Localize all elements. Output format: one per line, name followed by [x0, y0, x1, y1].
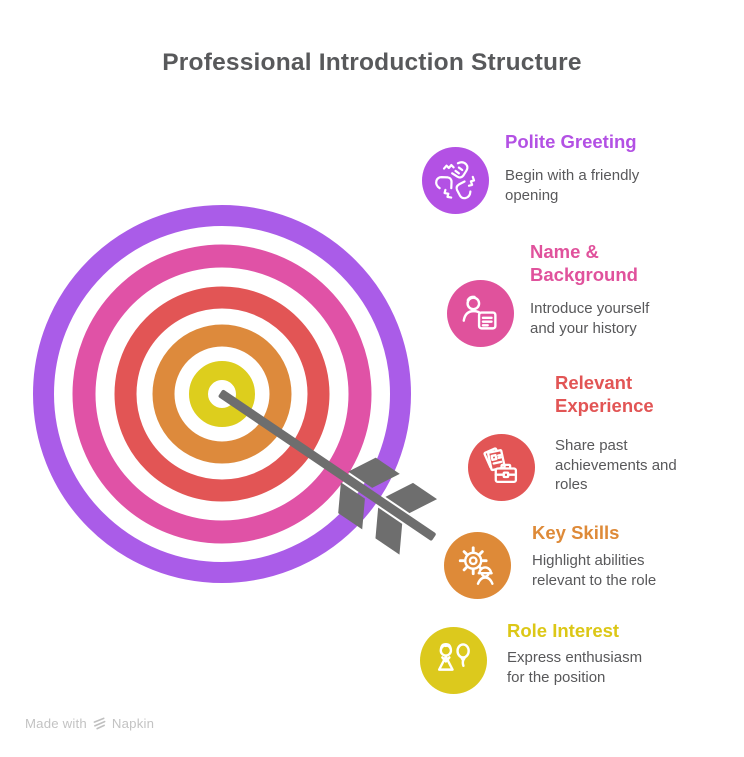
arrow-in-bullseye-icon	[218, 389, 438, 555]
step-title-polite-greeting: Polite Greeting	[505, 131, 637, 152]
target-ring-pink	[72, 244, 372, 544]
target-ring-red	[114, 286, 330, 502]
brand-label: Napkin	[111, 716, 155, 731]
target-ring-orange	[152, 324, 292, 464]
page-title: Professional Introduction Structure	[162, 49, 582, 76]
target-ring-yellow	[189, 361, 255, 427]
target-ring-purple	[33, 205, 411, 583]
name-background-icon-circle	[447, 280, 514, 347]
key-skills-icon-circle	[444, 532, 511, 599]
step-title-role-interest: Role Interest	[507, 620, 620, 641]
bullseye-target-graphic	[33, 205, 438, 583]
polite-greeting-icon-circle	[422, 147, 489, 214]
role-interest-icon-circle	[420, 627, 487, 694]
step-title-key-skills: Key Skills	[532, 522, 620, 543]
napkin-logo-icon	[93, 717, 106, 730]
gear-worker-icon	[458, 545, 494, 585]
made-with-label: Made with	[25, 716, 87, 731]
step-title-relevant-experience: Relevant Experience	[555, 372, 654, 416]
step-description-relevant-experience: Share past achievements and roles	[555, 437, 677, 493]
person-document-icon	[462, 295, 497, 330]
step-description-role-interest: Express enthusiasm for the position	[507, 649, 643, 686]
target-rings	[33, 205, 411, 583]
step-description-key-skills: Highlight abilities relevant to the role	[532, 552, 657, 589]
step-description-name-background: Introduce yourself and your history	[530, 300, 650, 337]
relevant-experience-icon-circle	[468, 434, 535, 501]
hands-teamwork-icon	[434, 160, 475, 199]
briefcase-photos-icon	[482, 446, 517, 483]
step-title-name-background: Name & Background	[530, 241, 638, 285]
made-with-napkin-credit: Made with Napkin	[25, 716, 154, 731]
person-balloon-icon	[437, 642, 470, 671]
step-description-polite-greeting: Begin with a friendly opening	[505, 167, 640, 204]
